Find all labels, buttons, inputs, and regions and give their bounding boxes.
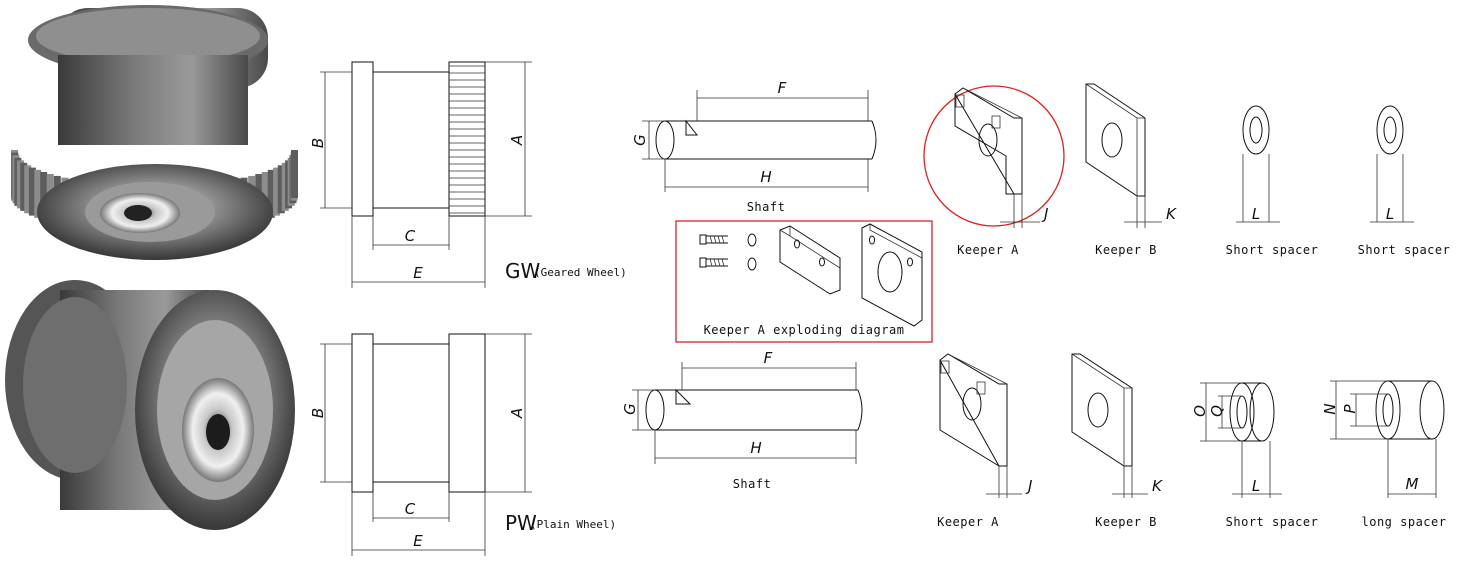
gear-tooth: [291, 150, 298, 198]
top-spacer-2-dim: L: [1386, 205, 1394, 223]
exploding-caption: Keeper A exploding diagram: [704, 323, 905, 337]
gear-tooth: [273, 167, 281, 216]
bottom-spacer-dim-q: Q: [1208, 405, 1226, 417]
shaft-bottom-dim-h: H: [750, 439, 761, 457]
pw-dim-a: A: [508, 408, 526, 419]
pw-label-code: PW: [505, 511, 537, 535]
gw-label-code: GW: [505, 259, 540, 283]
gear-tooth: [267, 169, 275, 218]
bottom-keeper-b: K Keeper B: [1071, 353, 1163, 529]
bottom-keeper-a-caption: Keeper A: [937, 515, 999, 529]
plain-wheel-photo: [5, 280, 295, 530]
bottom-spacer-dim-l: L: [1252, 477, 1260, 495]
shaft-top-drawing: G F H Shaft: [631, 79, 877, 214]
shaft-top-dim-g: G: [631, 134, 649, 146]
bottom-keeper-b-caption: Keeper B: [1095, 515, 1157, 529]
exploding-highlight-box: [675, 220, 933, 343]
keeper-a-highlight-circle: [923, 85, 1065, 227]
shaft-top-caption: Shaft: [747, 200, 786, 214]
bottom-keeper-a-dim: J: [1025, 477, 1032, 495]
gear-tooth: [20, 162, 28, 211]
top-spacer-2-caption: Short spacer: [1358, 243, 1451, 257]
top-spacer-1-dim: L: [1252, 205, 1260, 223]
gw-dim-a: A: [508, 135, 526, 146]
pw-label-desc: (Plain Wheel): [530, 518, 616, 531]
bottom-long-spacer: N P M long spacer: [1321, 380, 1447, 529]
long-spacer-caption: long spacer: [1362, 515, 1447, 529]
long-spacer-dim-p: P: [1341, 404, 1359, 414]
bottom-keeper-a: J Keeper A: [937, 353, 1032, 529]
bottom-spacer-caption: Short spacer: [1226, 515, 1319, 529]
gw-dim-b: B: [309, 138, 327, 148]
top-keeper-a: J Keeper A: [923, 85, 1065, 257]
gw-dim-e: E: [413, 264, 423, 282]
gear-tooth: [277, 165, 285, 214]
gw-dim-c: C: [405, 227, 416, 245]
keeper-plate-part: [861, 223, 923, 327]
pw-dim-c: C: [405, 500, 416, 518]
bottom-short-spacer: O Q L Short spacer: [1191, 382, 1319, 529]
keeper-bar-part: [779, 225, 841, 295]
top-keeper-b-caption: Keeper B: [1095, 243, 1157, 257]
shaft-bottom-caption: Shaft: [733, 477, 772, 491]
shaft-top-dim-f: F: [778, 79, 787, 97]
gear-tooth: [28, 167, 36, 216]
bottom-keeper-b-dim: K: [1152, 477, 1163, 495]
plain-wheel-drawing: B A C E PW (Plain Wheel): [309, 333, 616, 556]
long-spacer-dim-n: N: [1321, 403, 1339, 414]
keeper-a-exploding-diagram: Keeper A exploding diagram: [675, 220, 933, 343]
shaft-bottom-drawing: G F H Shaft: [621, 349, 863, 491]
gear-tooth: [24, 165, 32, 214]
gear-tooth: [34, 169, 42, 218]
shaft-bottom-dim-g: G: [621, 403, 639, 415]
nut-icon: [747, 233, 757, 271]
long-spacer-dim-m: M: [1406, 475, 1419, 493]
shaft-top-dim-h: H: [760, 168, 771, 186]
gear-tooth: [40, 172, 48, 221]
top-keeper-a-dim: J: [1041, 205, 1048, 223]
top-spacer-1-caption: Short spacer: [1226, 243, 1319, 257]
top-keeper-b: K Keeper B: [1085, 83, 1177, 257]
geared-wheel-drawing: B A C E GW (Geared Wheel): [309, 61, 627, 288]
gw-label-desc: (Geared Wheel): [534, 266, 627, 279]
shaft-bottom-dim-f: F: [764, 349, 773, 367]
pw-dim-e: E: [413, 532, 423, 550]
screw-icon: [699, 234, 728, 268]
pw-dim-b: B: [309, 408, 327, 418]
top-keeper-b-dim: K: [1166, 205, 1177, 223]
top-keeper-a-caption: Keeper A: [957, 243, 1019, 257]
bottom-spacer-dim-o: O: [1191, 405, 1209, 417]
top-short-spacer-2: L Short spacer: [1358, 105, 1451, 257]
top-short-spacer-1: L Short spacer: [1226, 105, 1319, 257]
geared-wheel-photo: [11, 5, 298, 260]
